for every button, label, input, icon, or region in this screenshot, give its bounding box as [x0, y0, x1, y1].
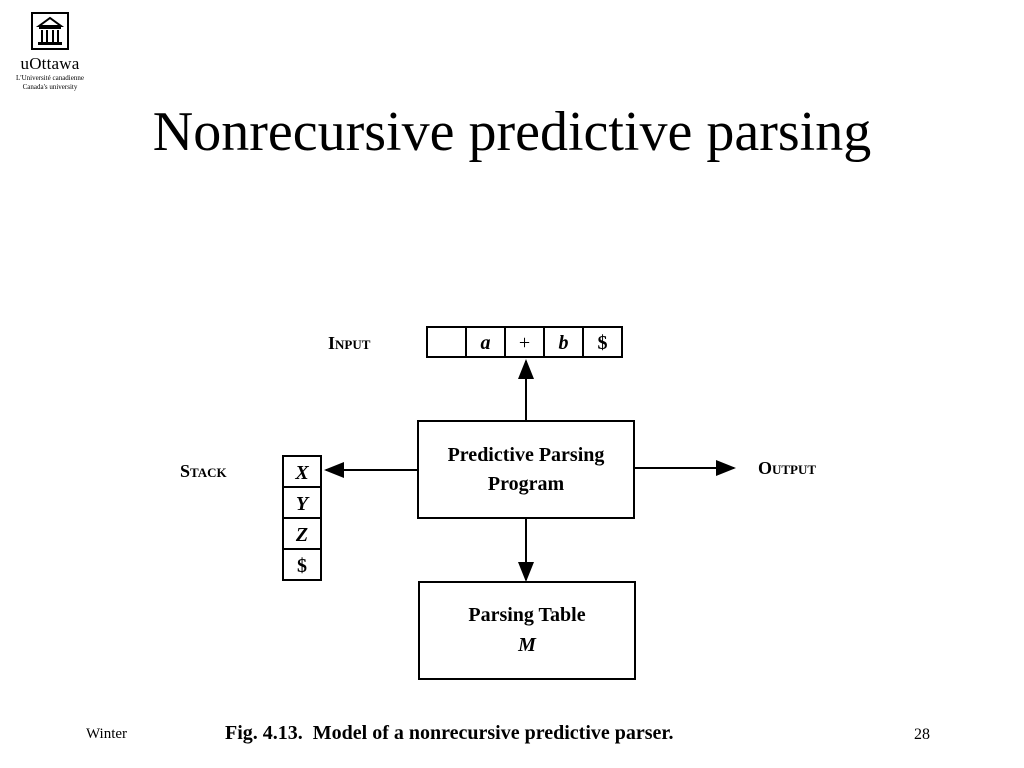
input-tape: a + b $	[426, 326, 623, 358]
logo-name: uOttawa	[20, 54, 80, 73]
program-label-line1: Predictive Parsing	[448, 444, 605, 466]
stack-symbol: $	[297, 555, 307, 577]
building-icon	[31, 12, 69, 50]
parsing-table-box	[418, 581, 636, 680]
input-symbol: a	[481, 332, 491, 354]
logo-subtitle-en: Canada's university	[22, 83, 78, 91]
stack-symbol: Y	[296, 493, 310, 515]
parsing-table-label-line2: M	[517, 634, 537, 656]
stack-label: Stack	[180, 461, 227, 481]
university-logo: uOttawa L'Université canadienne Canada's…	[10, 12, 90, 92]
input-cell	[582, 326, 623, 358]
stack-symbol: Z	[295, 524, 308, 546]
page-number: 28	[914, 726, 930, 743]
input-symbol: $	[598, 332, 608, 354]
stack: X Y Z $	[282, 455, 322, 581]
caption-figure-number: Fig. 4.13.	[225, 722, 303, 744]
output-label: Output	[758, 458, 816, 478]
input-label: Input	[328, 333, 371, 353]
logo-subtitle-fr: L'Université canadienne	[16, 74, 84, 82]
input-cell	[426, 326, 467, 358]
footer-left-text: Winter	[86, 726, 128, 742]
slide-title: Nonrecursive predictive parsing	[152, 101, 872, 163]
figure-caption: Fig. 4.13. Model of a nonrecursive predic…	[225, 722, 673, 745]
program-label-line2: Program	[488, 473, 565, 495]
input-symbol: +	[519, 332, 530, 354]
parsing-table-label-line1: Parsing Table	[468, 604, 585, 626]
stack-symbol: X	[294, 462, 309, 484]
stack-cell	[282, 548, 322, 581]
caption-text: Model of a nonrecursive predictive parse…	[312, 722, 674, 744]
program-box	[417, 420, 635, 519]
input-symbol: b	[559, 332, 569, 354]
